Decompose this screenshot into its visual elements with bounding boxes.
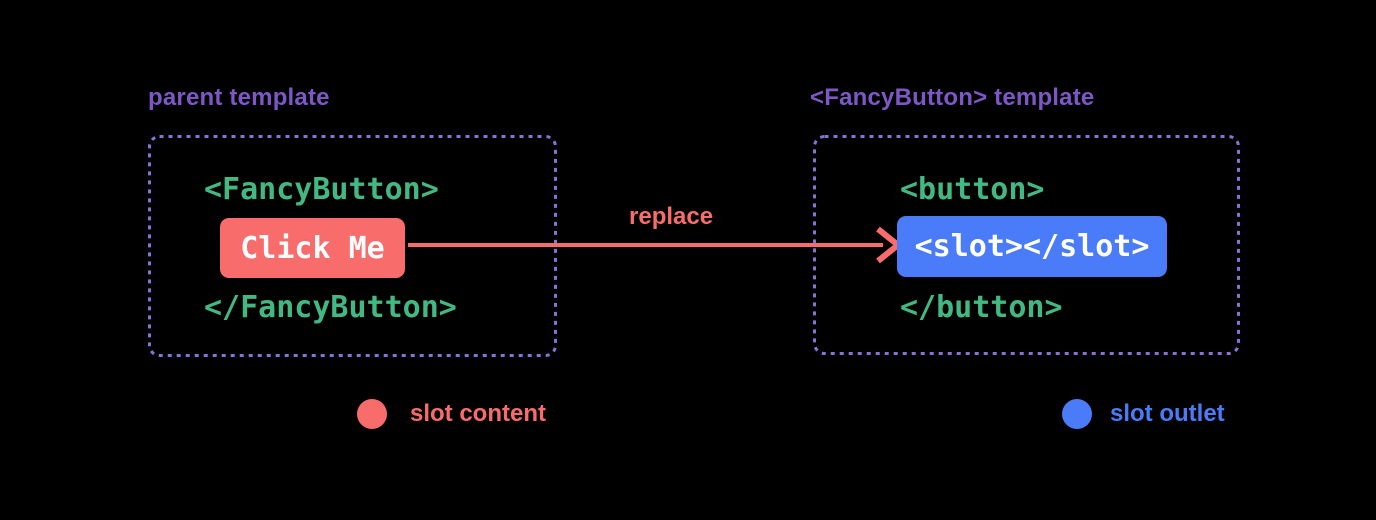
parent-template-title: parent template bbox=[148, 84, 330, 111]
fancybutton-template-box bbox=[813, 135, 1240, 355]
slot-outlet-label: <slot></slot> bbox=[914, 229, 1150, 264]
slot-outlet-legend-label: slot outlet bbox=[1110, 400, 1225, 427]
parent-close-tag: </FancyButton> bbox=[204, 290, 457, 325]
slot-content-dot-icon bbox=[357, 399, 387, 429]
click-me-label: Click Me bbox=[240, 230, 385, 266]
parent-template-box bbox=[148, 135, 557, 357]
button-open-tag: <button> bbox=[900, 172, 1045, 207]
slot-outlet-dot-icon bbox=[1062, 399, 1092, 429]
button-close-tag: </button> bbox=[900, 290, 1063, 325]
slot-outlet-button: <slot></slot> bbox=[897, 216, 1167, 277]
parent-open-tag: <FancyButton> bbox=[204, 172, 439, 207]
click-me-button: Click Me bbox=[220, 218, 405, 278]
slot-content-legend-label: slot content bbox=[410, 400, 546, 427]
fancybutton-template-title: <FancyButton> template bbox=[810, 84, 1095, 111]
replace-label: replace bbox=[629, 203, 714, 230]
